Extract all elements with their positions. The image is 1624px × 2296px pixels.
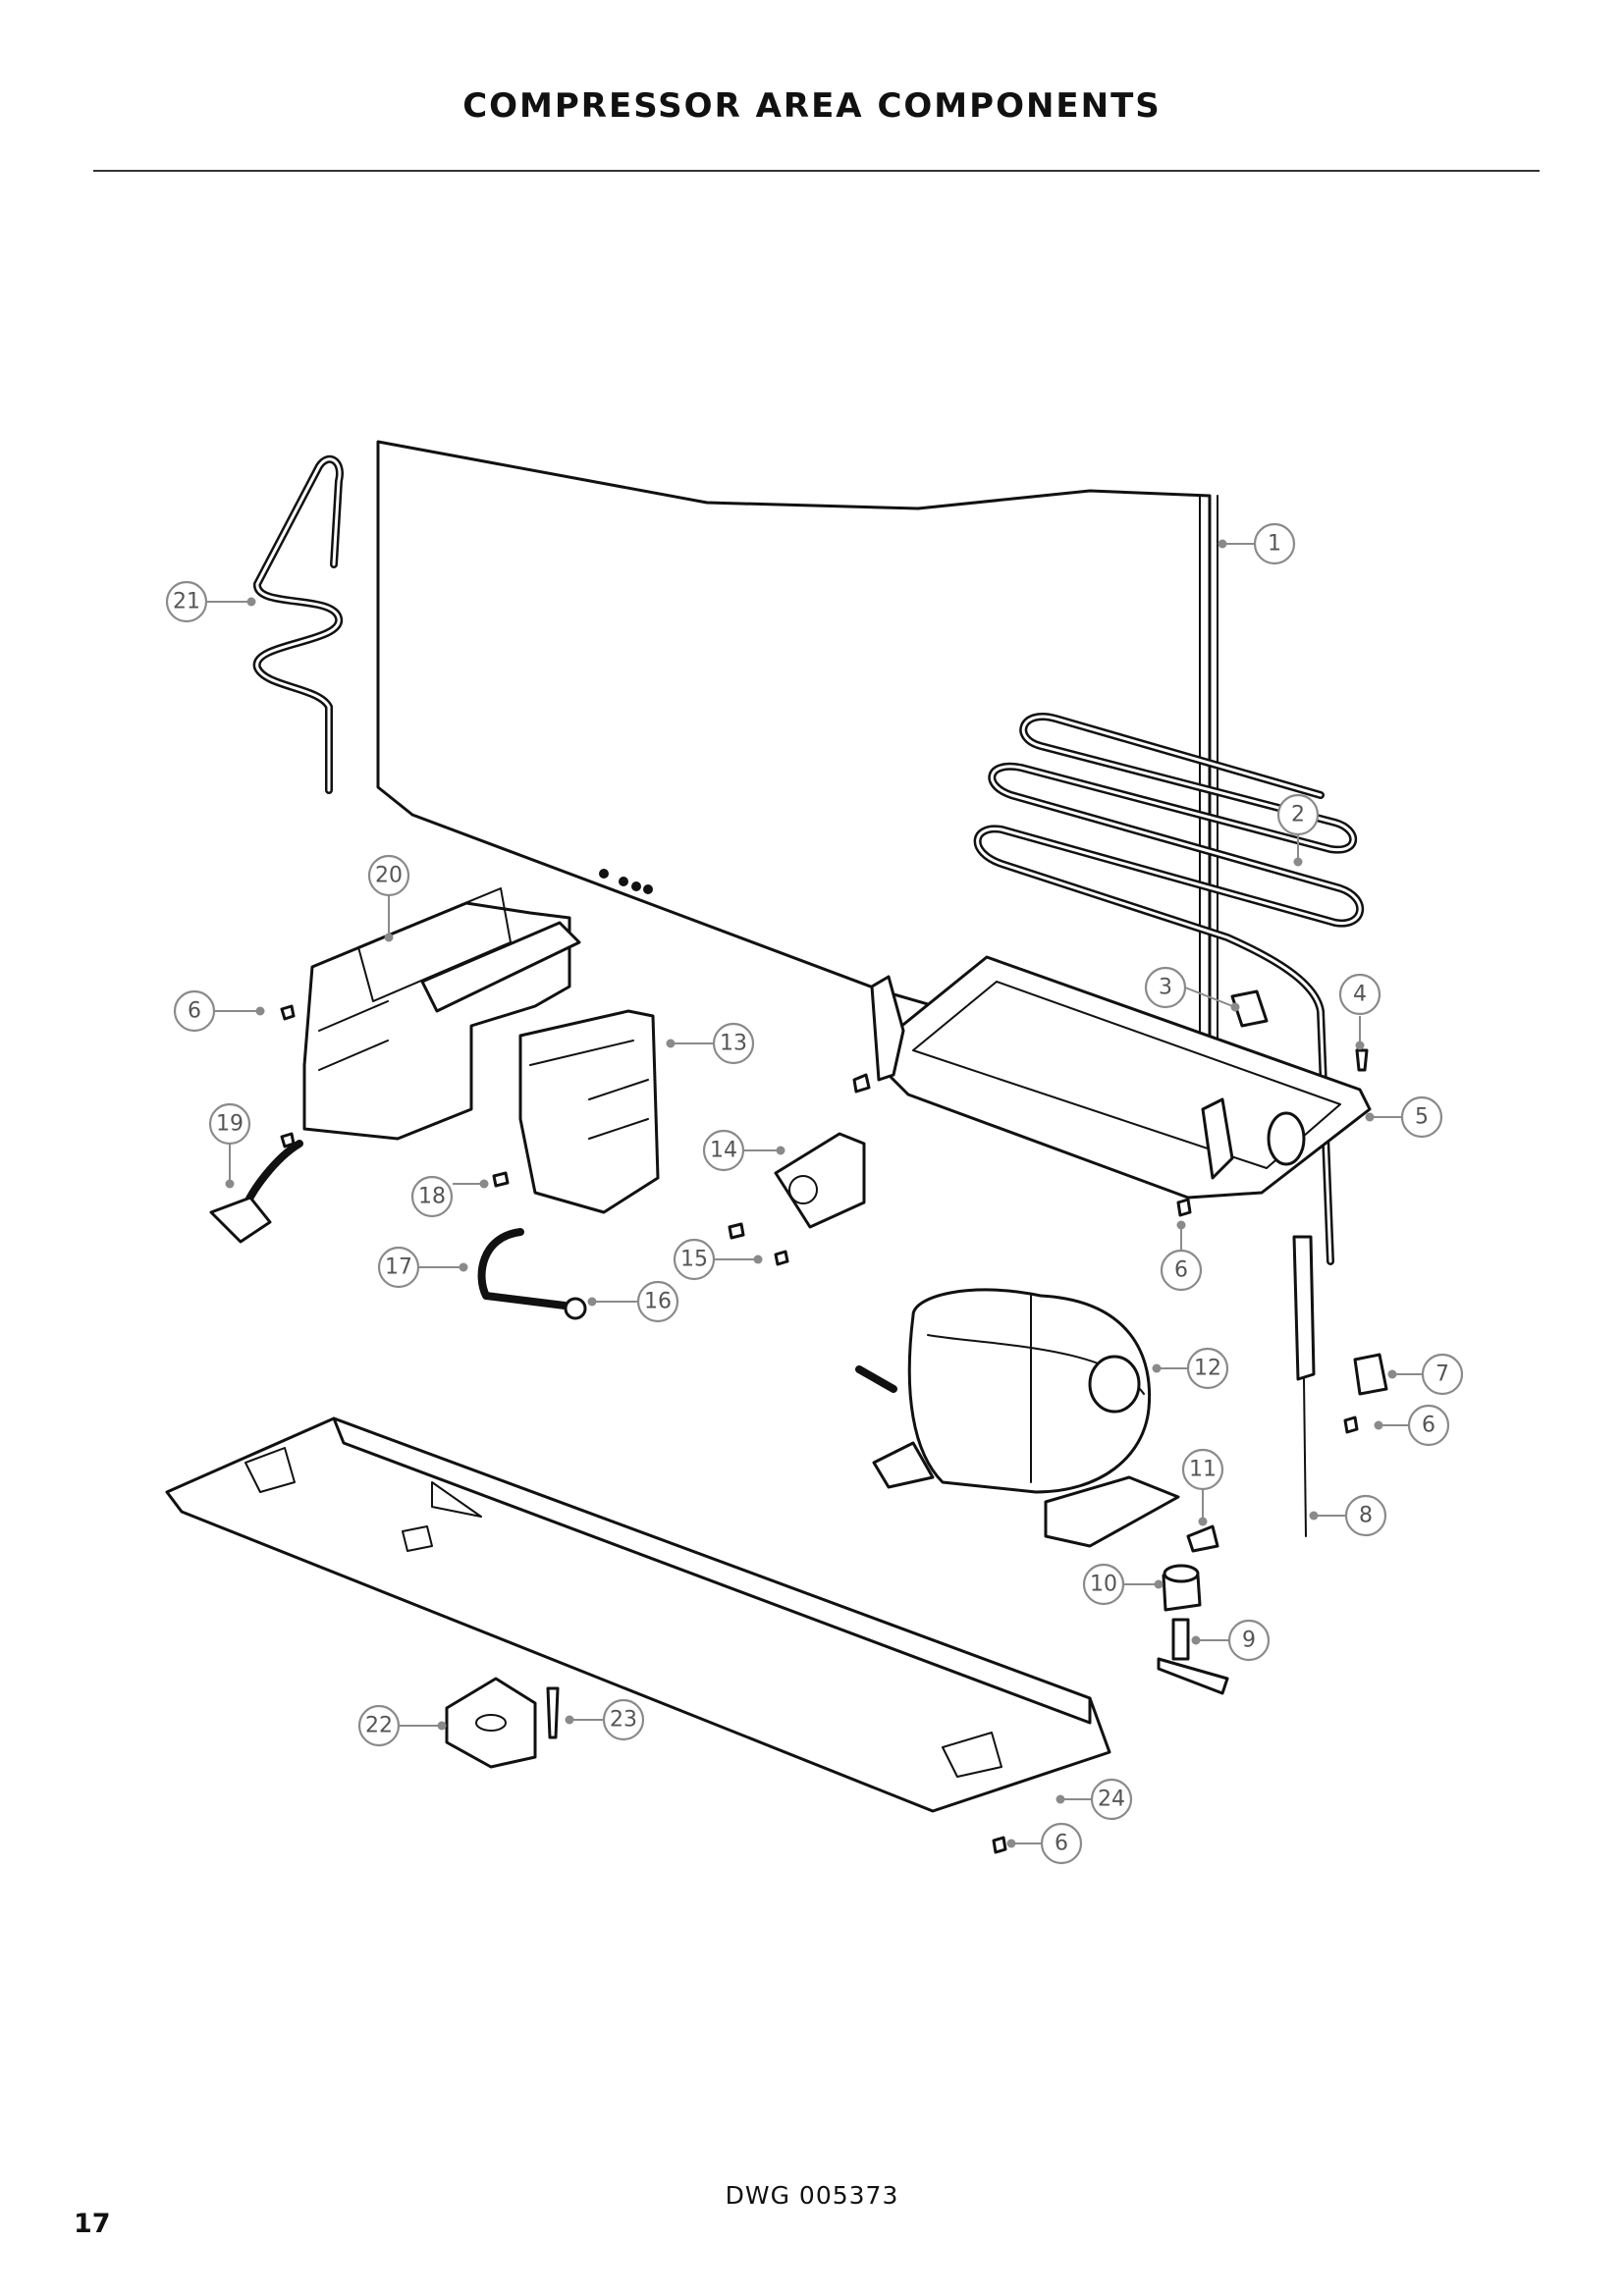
- callout-15: 15: [673, 1238, 763, 1281]
- page-number: 17: [74, 2209, 111, 2239]
- callout-6b: 6: [1160, 1220, 1203, 1292]
- callout-2: 2: [1276, 793, 1320, 867]
- callout-label-3: 3: [1159, 976, 1172, 1000]
- callout-label-11: 11: [1189, 1458, 1217, 1482]
- callout-label-22: 22: [365, 1714, 393, 1738]
- evaporation-tray-drawing: [870, 955, 1372, 1200]
- callout-label-12: 12: [1194, 1357, 1221, 1381]
- callout-13: 13: [666, 1022, 755, 1065]
- bolt-drawing: [546, 1686, 560, 1739]
- callout-label-6: 6: [1055, 1832, 1068, 1856]
- fan-motor-drawing: [774, 1132, 866, 1229]
- callout-label-6: 6: [188, 999, 201, 1024]
- callout-18: 18: [410, 1175, 489, 1218]
- callout-label-15: 15: [680, 1248, 708, 1272]
- callout-4: 4: [1338, 973, 1381, 1050]
- callout-label-6: 6: [1174, 1258, 1188, 1283]
- callout-label-4: 4: [1353, 983, 1367, 1007]
- callout-label-10: 10: [1090, 1573, 1117, 1597]
- callout-label-19: 19: [216, 1112, 244, 1137]
- callout-21: 21: [165, 580, 256, 623]
- compressor-clip-drawing: [1186, 1524, 1219, 1553]
- callout-label-9: 9: [1242, 1629, 1256, 1653]
- callout-label-21: 21: [173, 590, 200, 614]
- callout-6a: 6: [173, 989, 265, 1033]
- callout-17: 17: [377, 1246, 468, 1289]
- process-valve-drawing: [1157, 1618, 1229, 1695]
- callout-1: 1: [1218, 522, 1296, 565]
- callout-10: 10: [1082, 1563, 1164, 1606]
- callout-label-14: 14: [710, 1139, 737, 1163]
- callout-label-13: 13: [720, 1032, 747, 1056]
- callout-16: 16: [587, 1280, 679, 1323]
- callout-24: 24: [1056, 1778, 1133, 1821]
- grommet-drawing: [1162, 1564, 1202, 1612]
- power-cord-drawing: [209, 1140, 303, 1244]
- callout-11: 11: [1181, 1448, 1224, 1526]
- callout-label-23: 23: [610, 1708, 637, 1733]
- title-divider: [93, 170, 1540, 172]
- condenser-coil-drawing: [973, 713, 1364, 1265]
- base-plate-drawing: [165, 1416, 1111, 1813]
- control-box-drawing: [302, 887, 581, 1141]
- callout-23: 23: [565, 1698, 645, 1741]
- compressor-drawing: [855, 1288, 1180, 1548]
- inverter-module-drawing: [518, 1009, 660, 1214]
- small-screws-drawing: [280, 1004, 1359, 1854]
- callout-3: 3: [1144, 966, 1240, 1012]
- callout-6c: 6: [1374, 1404, 1450, 1447]
- drawing-number: DWG 005373: [725, 2181, 899, 2210]
- callout-7: 7: [1387, 1353, 1464, 1396]
- screw-4-drawing: [1355, 1048, 1369, 1072]
- callout-label-8: 8: [1359, 1504, 1373, 1528]
- leveling-bracket-drawing: [445, 1677, 537, 1769]
- callout-22: 22: [357, 1704, 447, 1747]
- page-title: COMPRESSOR AREA COMPONENTS: [462, 86, 1162, 126]
- callout-9: 9: [1191, 1619, 1271, 1662]
- drier-filter-drawing: [1292, 1235, 1316, 1537]
- callout-label-18: 18: [418, 1185, 446, 1209]
- callout-14: 14: [702, 1129, 785, 1172]
- callout-label-24: 24: [1098, 1788, 1125, 1812]
- callout-6d: 6: [1006, 1822, 1083, 1865]
- callout-5: 5: [1365, 1095, 1443, 1139]
- callout-label-17: 17: [385, 1255, 412, 1280]
- callout-label-5: 5: [1415, 1105, 1429, 1130]
- tube-clip-drawing: [1230, 989, 1269, 1028]
- earth-wire-drawing: [477, 1228, 587, 1320]
- callout-label-16: 16: [644, 1290, 672, 1314]
- callout-19: 19: [208, 1102, 251, 1189]
- callout-label-7: 7: [1435, 1362, 1449, 1387]
- callout-12: 12: [1152, 1347, 1229, 1390]
- callout-label-6: 6: [1422, 1414, 1435, 1438]
- heater-loop-drawing: [252, 454, 344, 794]
- callout-label-20: 20: [375, 864, 403, 888]
- callout-label-1: 1: [1268, 532, 1281, 557]
- callout-20: 20: [367, 854, 410, 942]
- callout-8: 8: [1309, 1494, 1387, 1537]
- callout-label-2: 2: [1291, 803, 1305, 828]
- tube-bracket-drawing: [1353, 1353, 1388, 1396]
